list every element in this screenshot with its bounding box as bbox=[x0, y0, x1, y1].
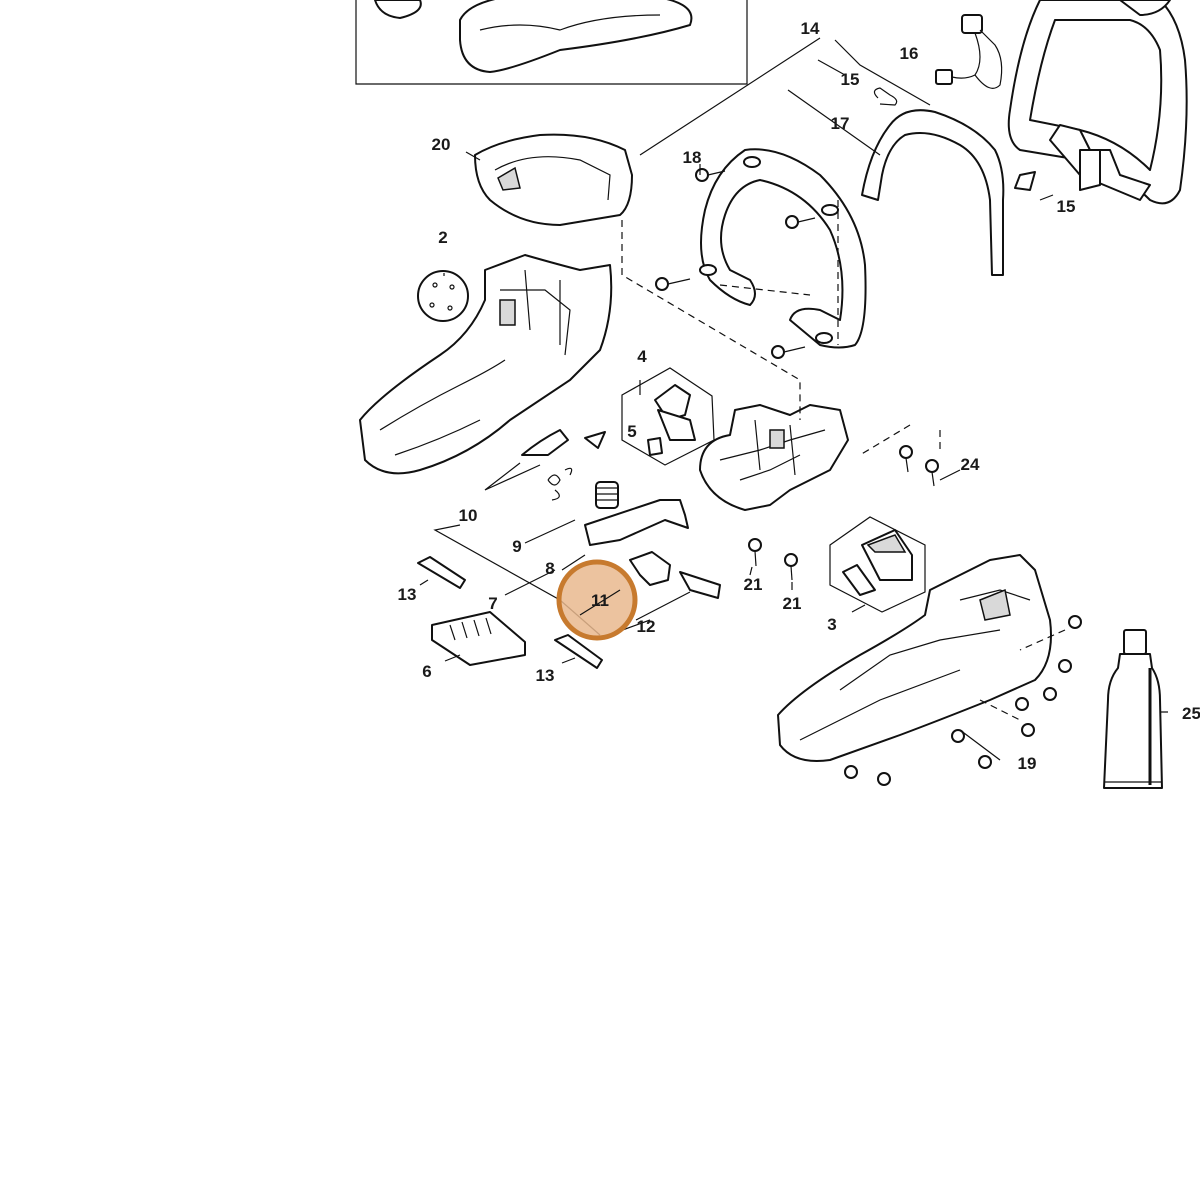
callout-15-right: 15 bbox=[1057, 197, 1076, 216]
callout-21-right: 21 bbox=[783, 594, 802, 613]
callout-24: 24 bbox=[961, 455, 980, 474]
callout-25: 25 bbox=[1182, 704, 1200, 723]
callout-19: 19 bbox=[1018, 754, 1037, 773]
part-front-handle bbox=[699, 148, 867, 349]
callout-18: 18 bbox=[683, 148, 702, 167]
callout-7: 7 bbox=[488, 594, 497, 613]
callout-labels: 14 16 15 17 20 18 15 2 4 5 24 10 9 8 7 1… bbox=[398, 19, 1200, 773]
callout-10: 10 bbox=[459, 506, 478, 525]
part-motor-housing bbox=[699, 404, 849, 511]
part-gasket bbox=[417, 270, 469, 322]
callout-21-left: 21 bbox=[744, 575, 763, 594]
part-pads-3 bbox=[829, 516, 926, 613]
screws-21 bbox=[748, 538, 798, 581]
callout-4: 4 bbox=[637, 347, 647, 366]
callout-6: 6 bbox=[422, 662, 431, 681]
leader-lines bbox=[419, 37, 1168, 761]
part-switch-cover bbox=[621, 367, 715, 466]
callout-14: 14 bbox=[801, 19, 820, 38]
callout-13-left: 13 bbox=[398, 585, 417, 604]
part-switch-cable bbox=[935, 14, 1003, 89]
trigger-assembly bbox=[521, 429, 721, 599]
part-right-housing bbox=[777, 554, 1052, 762]
callout-5: 5 bbox=[627, 422, 636, 441]
part-top-cover bbox=[474, 133, 633, 226]
callout-2: 2 bbox=[438, 228, 447, 247]
highlighted-callout-11[interactable]: 11 bbox=[591, 591, 609, 610]
callout-17: 17 bbox=[831, 114, 850, 133]
inset-box bbox=[355, 0, 748, 85]
screws-24 bbox=[899, 445, 939, 487]
callout-16: 16 bbox=[900, 44, 919, 63]
part-left-housing bbox=[359, 254, 613, 475]
pads-and-grille bbox=[417, 556, 603, 669]
callout-20: 20 bbox=[432, 135, 451, 154]
callout-9: 9 bbox=[512, 537, 521, 556]
callout-3: 3 bbox=[827, 615, 836, 634]
part-rear-handle-frame bbox=[1007, 0, 1188, 205]
callout-13-bottom: 13 bbox=[536, 666, 555, 685]
callout-8: 8 bbox=[545, 559, 554, 578]
screws-handle bbox=[655, 168, 816, 359]
part-handle-bar bbox=[861, 109, 1005, 276]
callout-12: 12 bbox=[637, 617, 656, 636]
part-grease-tube bbox=[1103, 629, 1163, 789]
screws-19 bbox=[844, 615, 1082, 786]
part-spring-clip bbox=[873, 87, 898, 106]
highlight-circle bbox=[556, 559, 638, 641]
callout-15-top: 15 bbox=[841, 70, 860, 89]
